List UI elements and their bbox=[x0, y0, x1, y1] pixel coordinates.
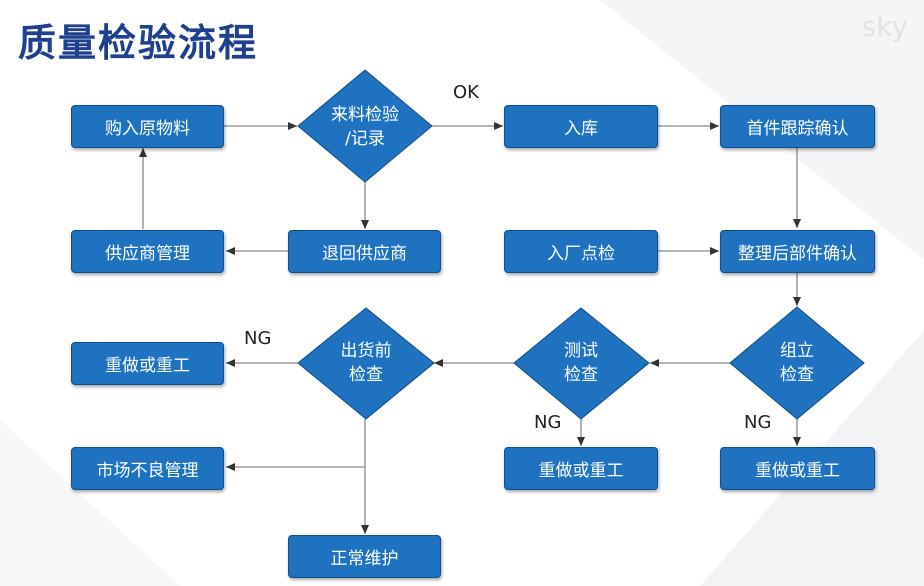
box-normal-maintenance[interactable]: 正常维护 bbox=[288, 535, 441, 578]
decision-assembly[interactable]: 组立 检查 bbox=[780, 341, 814, 385]
page-title: 质量检验流程 bbox=[18, 21, 259, 65]
box-warehouse[interactable]: 入库 bbox=[504, 105, 658, 148]
label-ng-assembly: NG bbox=[744, 412, 772, 433]
box-rework-1[interactable]: 重做或重工 bbox=[71, 342, 224, 385]
decision-pre-shipment[interactable]: 出货前 检查 bbox=[340, 341, 392, 385]
watermark: sky bbox=[861, 10, 908, 43]
box-market-defect[interactable]: 市场不良管理 bbox=[71, 447, 224, 490]
label-ng-preshipment: NG bbox=[244, 328, 272, 349]
decision-assembly-shape bbox=[729, 306, 865, 420]
decision-test[interactable]: 测试 检查 bbox=[564, 341, 598, 385]
box-factory-check[interactable]: 入厂点检 bbox=[504, 230, 658, 273]
decision-test-shape bbox=[513, 307, 650, 420]
label-ng-test: NG bbox=[534, 412, 562, 433]
decision-incoming[interactable]: 来料检验 /记录 bbox=[331, 105, 399, 149]
box-rework-2[interactable]: 重做或重工 bbox=[504, 447, 658, 490]
box-first-article[interactable]: 首件跟踪确认 bbox=[720, 105, 875, 148]
box-purchase[interactable]: 购入原物料 bbox=[71, 105, 224, 148]
box-parts-confirm[interactable]: 整理后部件确认 bbox=[720, 230, 875, 273]
box-return-supplier[interactable]: 退回供应商 bbox=[288, 230, 441, 273]
decision-preshipment-shape bbox=[297, 307, 435, 420]
decision-incoming-shape bbox=[297, 69, 433, 183]
box-supplier-mgmt[interactable]: 供应商管理 bbox=[71, 230, 224, 273]
label-ok: OK bbox=[453, 82, 479, 103]
box-rework-3[interactable]: 重做或重工 bbox=[720, 447, 875, 490]
